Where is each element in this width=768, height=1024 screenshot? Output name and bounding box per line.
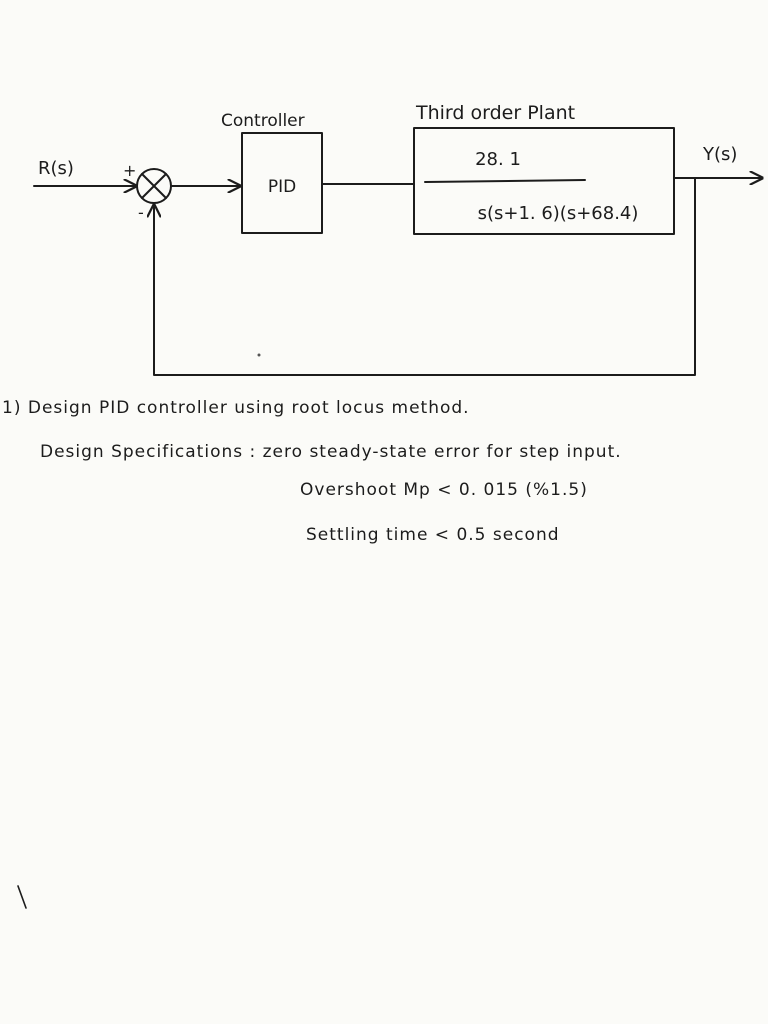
plus-sign: + — [123, 161, 136, 180]
settling-time-spec: Settling time < 0.5 second — [306, 525, 560, 545]
controller-title: Controller — [221, 111, 305, 131]
plant-block — [413, 127, 675, 235]
plant-title: Third order Plant — [415, 102, 575, 124]
fraction-bar — [424, 179, 586, 183]
task-statement: 1) Design PID controller using root locu… — [2, 398, 470, 418]
overshoot-spec: Overshoot Mp < 0. 015 (%1.5) — [300, 480, 588, 500]
design-specifications: Design Specifications : zero steady-stat… — [40, 442, 622, 462]
plant-numerator: 28. 1 — [475, 149, 521, 170]
pen-dot — [257, 353, 261, 357]
plant-denominator: s(s+1. 6)(s+68.4) — [478, 203, 639, 224]
output-label: Y(s) — [702, 144, 737, 165]
feedback-path — [154, 177, 696, 376]
controller-block-label: PID — [268, 177, 296, 197]
summing-junction — [136, 168, 172, 204]
input-label: R(s) — [38, 158, 74, 179]
pen-mark — [17, 885, 27, 909]
minus-sign: - — [138, 203, 144, 222]
